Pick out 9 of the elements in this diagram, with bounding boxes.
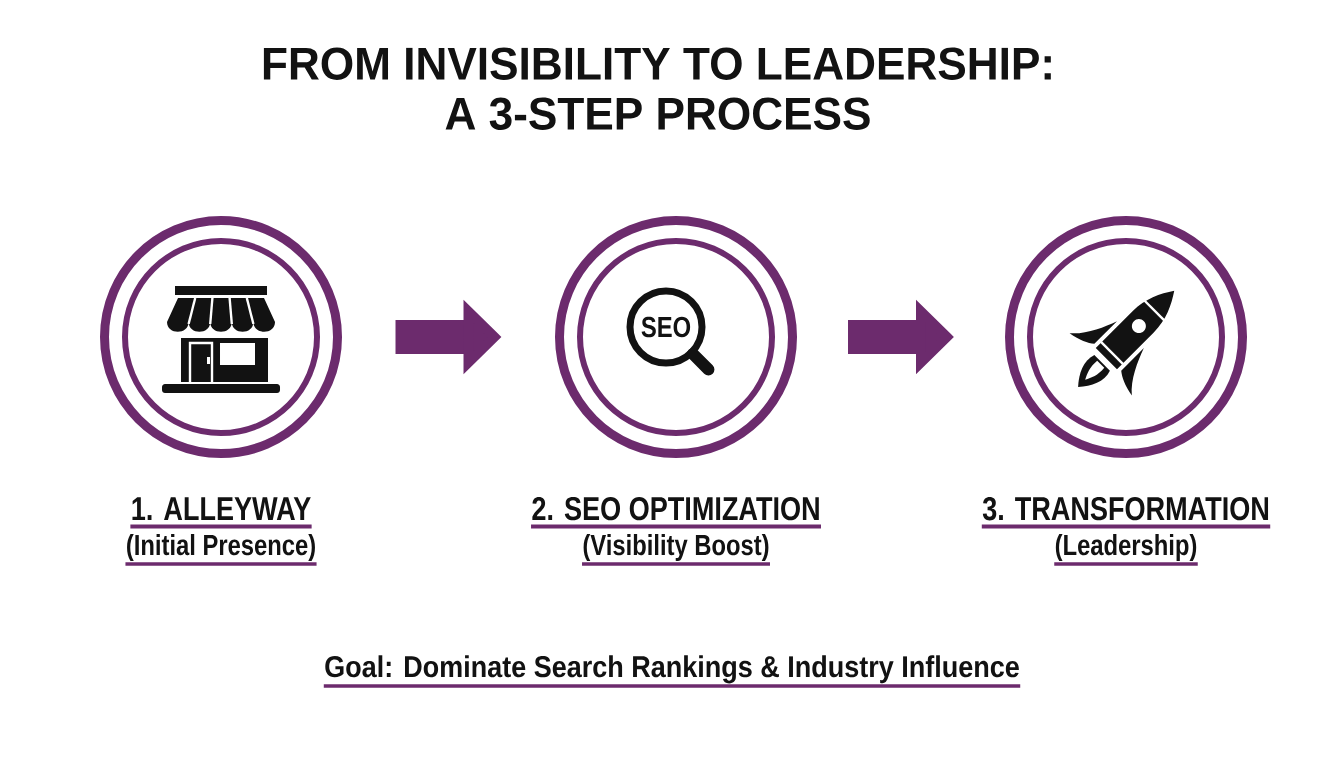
goal-note: Goal: Dominate Search Rankings & Industry Influence [323, 655, 1021, 688]
step-subtitle: (Visibility Boost) [582, 534, 770, 566]
step-title: 2. SEO OPTIMIZATION [531, 496, 821, 529]
step-title: 1. ALLEYWAY [130, 497, 312, 529]
step-subtitle: (Leadership) [1054, 534, 1198, 566]
title: FROM INVISIBILITY TO LEADERSHIP: A 3-STEP PROCESS [263, 47, 1051, 131]
magnifier-text: SEO [641, 316, 691, 338]
step-subtitle: (Initial Presence) [125, 534, 317, 566]
step-title: 3. TRANSFORMATION [981, 496, 1271, 529]
